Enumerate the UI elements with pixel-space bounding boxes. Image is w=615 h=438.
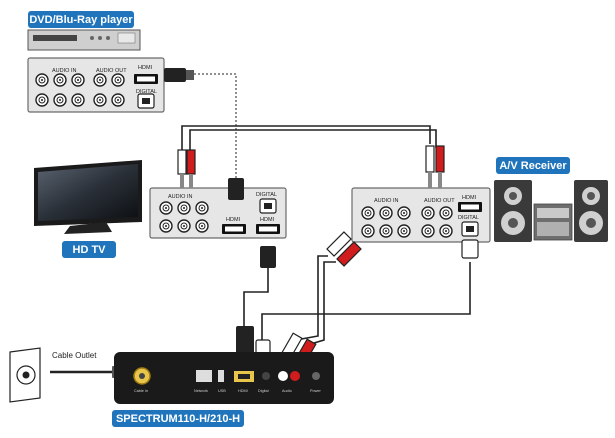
dvd-back-panel: [27, 57, 165, 113]
hdtv-device: [34, 160, 142, 234]
cables: [50, 73, 471, 374]
tv-hdmi-2-label: HDMI: [260, 217, 275, 223]
box-port-labels: Cable In Network USB HDMI Digital Audio …: [134, 389, 321, 393]
receiver-back-panel: [351, 187, 491, 243]
receiver-hdmi-label: HDMI: [462, 195, 477, 201]
spectrum-box-device: [114, 352, 334, 404]
receiver-audio-out-label: AUDIO OUT: [424, 198, 455, 204]
dvd-audio-in-label: AUDIO IN: [52, 68, 76, 74]
av-receiver-device: [494, 180, 608, 242]
dvd-player-device: [27, 29, 141, 51]
cable-outlet-label: Cable Outlet: [52, 351, 97, 360]
dvd-audio-out-label: AUDIO OUT: [96, 68, 127, 74]
av-receiver-label: A/V Receiver: [496, 157, 570, 174]
dvd-digital-label: DIGITAL: [136, 89, 157, 95]
receiver-digital-label: DIGITAL: [458, 215, 479, 221]
spectrum-box-label: SPECTRUM110-H/210-H: [112, 410, 244, 427]
port-label-hdmi: HDMI: [238, 389, 248, 393]
tv-audio-in-label: AUDIO IN: [168, 194, 192, 200]
tv-digital-label: DIGITAL: [256, 192, 277, 198]
dvd-player-label: DVD/Blu-Ray player: [28, 11, 134, 28]
port-label-cable-in: Cable In: [134, 389, 148, 393]
receiver-audio-in-label: AUDIO IN: [374, 198, 398, 204]
port-label-power: Power: [310, 389, 321, 393]
tv-hdmi-label: HDMI: [226, 217, 241, 223]
port-label-digital: Digital: [258, 389, 269, 393]
cable-outlet-device: [9, 347, 41, 403]
port-label-usb: USB: [218, 389, 226, 393]
hdtv-label: HD TV: [62, 241, 116, 258]
port-label-network: Network: [194, 389, 208, 393]
tv-back-panel: [149, 187, 287, 239]
port-label-audio: Audio: [282, 389, 292, 393]
dvd-hdmi-label: HDMI: [138, 65, 153, 71]
